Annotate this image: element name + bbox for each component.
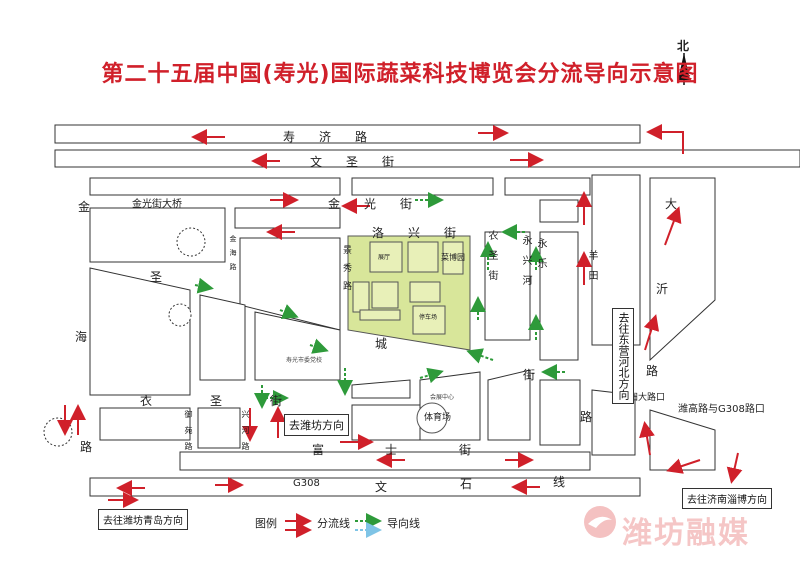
block xyxy=(89,477,641,497)
roundabout xyxy=(43,417,73,447)
block xyxy=(199,294,246,381)
guide-arrow xyxy=(309,338,329,354)
street-label: 金 海 路 xyxy=(229,235,237,270)
street-label: 衣 xyxy=(140,394,153,408)
street-label: 金 xyxy=(78,200,91,214)
parking-label: 停车场 xyxy=(419,314,438,321)
block xyxy=(351,177,494,196)
divert-arrow xyxy=(666,458,701,474)
street-label: 潍高路与G308路口 xyxy=(678,404,765,415)
legend-guide-label: 导向线 xyxy=(387,517,420,530)
block xyxy=(99,407,191,441)
street-label: 街 xyxy=(459,443,472,457)
direction-box-weifang: 去潍坊方向 xyxy=(284,414,349,436)
block xyxy=(54,149,800,168)
divert-arrow xyxy=(726,452,743,484)
block xyxy=(89,177,341,196)
place-label: 会展中心 xyxy=(430,394,455,401)
street-label: 沂 xyxy=(656,282,669,296)
street-label: G308 xyxy=(293,478,320,489)
street-label: 城 xyxy=(375,337,388,351)
block xyxy=(487,369,531,441)
direction-box-qingdao: 去往潍坊青岛方向 xyxy=(98,509,188,530)
street-label: 寿 济 路 xyxy=(283,130,368,144)
legend-divert-label: 分流线 xyxy=(317,517,350,530)
block xyxy=(197,407,241,449)
street-label: 洛 兴 街 xyxy=(372,226,457,240)
street-label: 大 xyxy=(665,197,678,211)
hall-label: 展厅 xyxy=(378,254,391,261)
block xyxy=(234,207,341,229)
north-arrow-icon xyxy=(678,53,690,85)
street-label: 文 圣 街 xyxy=(310,155,395,169)
block xyxy=(351,404,421,441)
roundabout xyxy=(176,227,206,257)
street-label: 农 圣 街 xyxy=(486,230,497,280)
street-label: 文 xyxy=(375,480,388,494)
guide-arrow xyxy=(419,367,444,384)
gym-label: 体育场 xyxy=(424,413,452,423)
roundabout xyxy=(168,303,192,327)
street-label: 路 xyxy=(80,440,93,454)
block xyxy=(591,174,641,346)
street-label: 路 xyxy=(580,410,593,424)
divert-arrow xyxy=(664,206,682,246)
street-label: 永 乐 xyxy=(535,238,546,268)
street-label: 景 秀 路 xyxy=(341,245,351,290)
direction-box-jinan: 去往济南淄博方向 xyxy=(682,488,772,509)
street-label: 士 xyxy=(385,443,398,457)
divert-arrow xyxy=(639,421,655,456)
street-label: 圣 街 xyxy=(210,394,283,408)
street-label: 永 兴 河 xyxy=(520,235,531,285)
street-label: 富 xyxy=(312,443,325,457)
map-title: 第二十五届中国(寿光)国际蔬菜科技博览会分流导向示意图 xyxy=(101,62,699,87)
watermark: 潍坊融媒 xyxy=(622,516,750,551)
block xyxy=(539,379,581,446)
guide-arrow xyxy=(466,348,494,364)
street-label: 金光街大桥 xyxy=(132,199,182,210)
street-label: 羊田大路口 xyxy=(620,393,666,403)
street-label: 线 xyxy=(553,475,566,489)
place-label: 寿光市委党校 xyxy=(286,357,323,364)
block xyxy=(504,177,591,196)
block xyxy=(89,207,226,263)
block xyxy=(649,177,716,362)
watermark-logo-icon xyxy=(584,506,616,538)
divert-arrow xyxy=(643,314,660,351)
venue-label: 菜博园 xyxy=(441,253,465,262)
direction-box-dongying: 去往东营河北方向 xyxy=(612,308,634,404)
street-label: 兴 河 路 xyxy=(241,410,250,450)
street-label: 金 光 街 xyxy=(328,197,413,211)
guide-arrow xyxy=(279,304,299,319)
street-label: 街 xyxy=(523,368,536,382)
block xyxy=(649,409,716,471)
north-label: 北 xyxy=(677,39,690,53)
street-label: 路 xyxy=(646,364,659,378)
street-label: 石 xyxy=(460,477,473,491)
street-label: 羊 田 xyxy=(586,250,597,280)
block xyxy=(89,267,191,396)
block xyxy=(351,379,411,399)
legend-title: 图例 xyxy=(255,517,277,530)
block xyxy=(539,199,579,223)
street-label: 御 苑 路 xyxy=(184,410,193,450)
guide-arrow xyxy=(194,277,214,294)
gym xyxy=(416,402,448,434)
street-label: 圣 xyxy=(150,270,163,284)
street-label: 海 xyxy=(75,330,88,344)
divert-arrow xyxy=(646,124,684,154)
